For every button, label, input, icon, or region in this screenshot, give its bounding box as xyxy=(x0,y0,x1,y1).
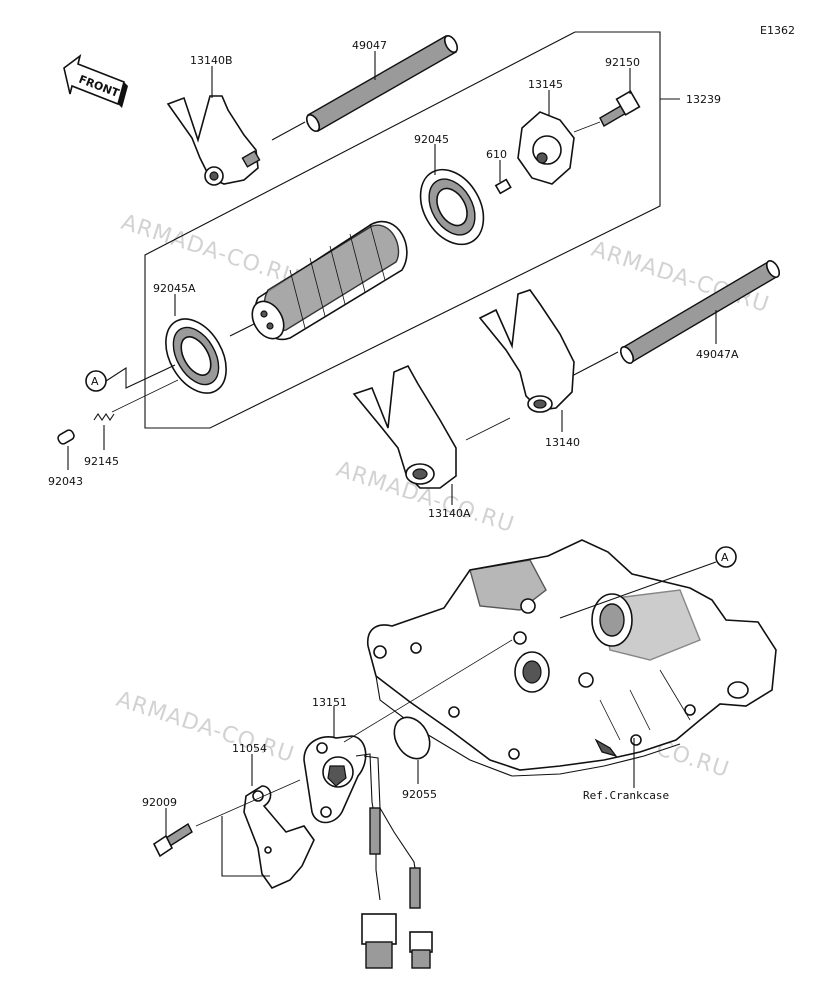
spring-92145 xyxy=(93,413,115,421)
crankcase-ref-label: Ref.Crankcase xyxy=(583,789,669,802)
bracket-11054 xyxy=(243,785,315,889)
label-13145: 13145 xyxy=(528,78,563,91)
label-11054: 11054 xyxy=(232,742,267,755)
crankcase xyxy=(367,539,777,777)
label-13140A: 13140A xyxy=(428,507,471,520)
shift-fork-13140B xyxy=(166,95,261,186)
label-92043: 92043 xyxy=(48,475,83,488)
leader-drum-bearing xyxy=(229,323,255,337)
part-labels: 49047 13140B 92045 92150 13145 13239 610… xyxy=(48,39,739,809)
label-610: 610 xyxy=(486,148,507,161)
pin-92043 xyxy=(57,429,75,445)
shift-drum xyxy=(251,220,408,341)
label-49047: 49047 xyxy=(352,39,387,52)
pin-610 xyxy=(494,178,512,195)
watermark-4: ARMADA-CO.RU xyxy=(113,687,297,768)
shaft-49047 xyxy=(305,35,459,132)
o-ring-92055 xyxy=(393,716,431,760)
shift-fork-13140 xyxy=(478,289,575,413)
bolt-92150 xyxy=(599,90,641,127)
star-plate-13145 xyxy=(517,111,575,185)
label-92055: 92055 xyxy=(402,788,437,801)
label-13151: 13151 xyxy=(312,696,347,709)
leader-92009-shaft xyxy=(195,779,301,827)
bearing-92045A xyxy=(165,318,227,394)
assembly-bracket-13239 xyxy=(144,31,661,429)
shift-fork-13140A xyxy=(352,364,457,489)
leader-13151-shaft xyxy=(343,639,513,743)
front-arrow-icon: FRONT xyxy=(63,54,128,108)
bolt-92009 xyxy=(152,822,193,858)
leader-ref-a-crankcase xyxy=(559,561,717,619)
label-13239: 13239 xyxy=(686,93,721,106)
ref-marker-a-crankcase-label: A xyxy=(721,551,729,564)
label-92045A: 92045A xyxy=(153,282,196,295)
label-92009: 92009 xyxy=(142,796,177,809)
diagram-code: E1362 xyxy=(760,24,795,37)
shaft-49047A xyxy=(619,260,781,364)
bearing-92045 xyxy=(419,168,485,246)
sensor-13151 xyxy=(303,735,433,969)
leader-92150-shaft xyxy=(573,121,601,133)
leader-92145-shaft xyxy=(111,379,179,413)
label-49047A: 49047A xyxy=(696,348,739,361)
label-13140: 13140 xyxy=(545,436,580,449)
label-92145: 92145 xyxy=(84,455,119,468)
leader-ref-a-top xyxy=(105,364,176,389)
label-92045: 92045 xyxy=(414,133,449,146)
leader-49047-shaft xyxy=(271,121,306,141)
ref-marker-a-crankcase xyxy=(715,546,737,568)
leader-11054-bracket xyxy=(221,816,270,877)
label-13140B: 13140B xyxy=(190,54,233,67)
watermark-1: ARMADA-CO.RU xyxy=(118,210,302,291)
ref-marker-a-top-label: A xyxy=(91,375,99,388)
leader-fork-shaft xyxy=(465,417,511,441)
leader-49047A-shaft xyxy=(567,351,619,379)
label-92150: 92150 xyxy=(605,56,640,69)
